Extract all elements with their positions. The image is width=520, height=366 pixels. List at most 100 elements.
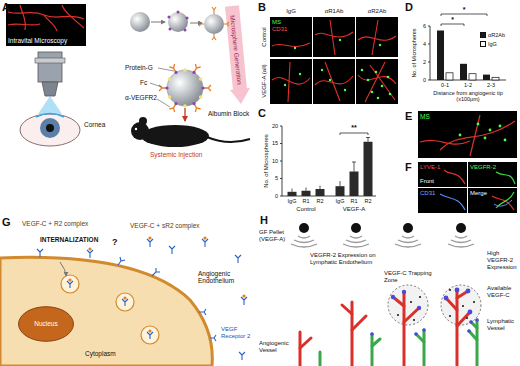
vessel-schematic [319,352,322,366]
vessel-schematic [320,320,477,366]
panel-label: Nucleus [34,320,57,327]
bar-chart [340,133,368,135]
vessel-schematic [291,223,481,366]
micrograph-grid [440,194,465,210]
vessel-schematic [422,328,426,332]
micrograph-grid [284,39,392,99]
vessel-schematic [291,236,474,247]
vessel-schematic [446,298,457,310]
axis-tick: 0 [423,77,426,83]
axis-category: R2 [316,198,323,204]
intravital-illustration [40,118,60,138]
micrograph-grid [418,188,467,213]
cell-illustration [88,247,91,250]
micrograph-panel: MSCD31 [270,17,312,57]
cell-illustration [147,239,153,247]
vessel-schematic [370,288,479,336]
micrograph-grid [496,172,515,184]
cell-illustration [37,249,43,257]
micrograph [459,123,507,142]
axis-tick: 15 [272,140,278,146]
component-label: Protein-G [125,64,153,71]
intravital-illustration [8,24,40,25]
intravital-illustration [131,122,149,140]
micrograph-grid [270,17,398,104]
vessel-schematic [473,301,475,303]
axis-category: R2 [364,198,371,204]
cell-illustration [202,239,208,247]
intravital-illustration [168,68,203,108]
vessel-schematic [397,314,399,316]
panel-letter: C [258,107,266,120]
intravital-illustration [183,104,187,108]
bar-chart [280,161,282,162]
intravital-illustration [174,71,177,74]
intravital-illustration [192,102,195,105]
intravital-illustration [141,125,209,147]
cell-illustration [37,239,247,360]
vessel-schematic [413,319,415,321]
intravital-illustration [46,124,54,132]
cell-illustration [241,297,247,305]
cell-illustration [148,236,151,239]
vessel-schematic [294,240,314,243]
vessel-schematic [419,296,421,298]
vessel-schematic [455,236,467,238]
intravital-illustration [62,5,84,28]
vessel-schematic [351,223,361,233]
intravital-illustration [207,137,250,142]
intravital-illustration [42,82,58,96]
structure-label: Angiogenic Endothelium [198,270,248,285]
vessel-schematic [466,289,471,294]
intravital-illustration [169,104,176,112]
cell-illustration [203,236,206,239]
micrograph-panel: Merge [468,188,517,213]
vessel-schematic [423,330,426,366]
axis-title: No. of Microspheres [263,134,270,188]
intravital-illustration [158,68,174,71]
intravital-illustration [20,114,80,146]
micrograph-grid [284,84,286,86]
cell-illustration [122,299,128,306]
intravital-illustration [38,96,62,114]
vessel-schematic [449,315,451,317]
axis-category: IgG [336,198,345,204]
group-label: Control [296,206,315,213]
panel-letter: B [258,1,266,14]
column-header: αR2Ab [368,8,386,15]
intravital-illustration [201,86,204,89]
panel-label: LYVE-1 [420,164,440,171]
intravital-illustration [190,23,202,24]
annotation: Lymphatic Vessel [487,318,518,332]
cell-illustration [67,281,73,288]
bar-chart [282,126,376,196]
vessel-schematic [403,292,406,366]
annotation: ? [112,237,118,247]
vessel-schematic [462,305,464,307]
bar-chart [302,191,311,196]
micrograph [499,125,502,128]
intravital-illustration [168,16,171,19]
component-label: α-VEGFR2 [125,94,157,101]
axis-tick: 4 [423,41,426,47]
micrograph-grid [468,162,517,187]
micrograph [459,134,462,137]
intravital-illustration [174,102,177,105]
column-header: αR1Ab [325,8,343,15]
cell-illustration [199,309,206,315]
intravital-illustration [230,88,250,104]
axis-category: 2-3 [487,82,495,88]
bar-chart [460,64,467,80]
bar-chart [288,142,373,196]
micrograph-grid [358,36,396,40]
nucleus-outline [19,307,74,342]
intravital-illustration [199,95,203,99]
micrograph-panel: CD31 [418,188,467,213]
intravital-illustration [186,17,189,20]
vessel-schematic [391,295,395,299]
micrograph-grid [344,89,346,91]
significance-mark: * [451,16,454,24]
row-header: Control [261,27,268,46]
axis-tick: 20 [272,123,278,129]
vessel-schematic [299,223,466,233]
